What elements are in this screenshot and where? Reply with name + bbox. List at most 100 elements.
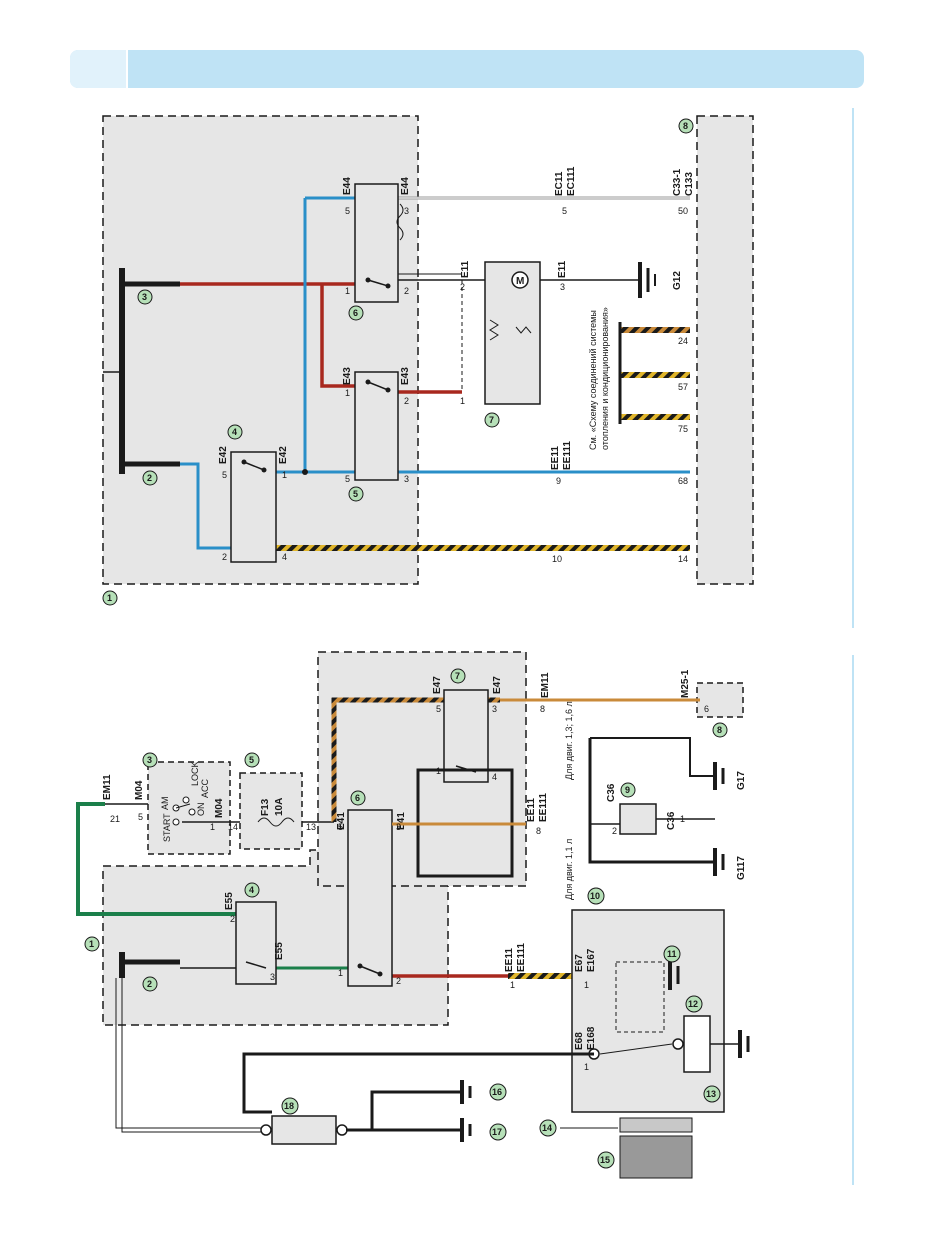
pin-e43-3: 3 xyxy=(404,474,409,484)
pin-c33-68: 68 xyxy=(678,476,688,486)
pin-c36-1: 1 xyxy=(680,814,685,824)
callout-bottom-8: 8 xyxy=(712,722,728,738)
pin-ee11-10: 10 xyxy=(552,554,562,564)
callout-bottom-16: 16 xyxy=(489,1083,507,1101)
svg-text:17: 17 xyxy=(492,1127,502,1137)
wire-yellow-starter xyxy=(508,973,572,979)
pin-e41-2: 2 xyxy=(396,976,401,986)
svg-text:5: 5 xyxy=(353,489,358,499)
label-ee111-relay: EE111 xyxy=(538,793,549,822)
label-ee11-top: EE11 xyxy=(550,446,561,470)
callout-top-2: 2 xyxy=(142,470,158,486)
svg-text:4: 4 xyxy=(232,427,237,437)
label-c36-a: C36 xyxy=(606,783,617,802)
fuse-zone xyxy=(239,772,303,850)
label-f13: F13 xyxy=(260,798,271,816)
relay-e44 xyxy=(354,183,399,303)
label-ec11: EC11 xyxy=(554,171,565,196)
switch-lock: LOCK xyxy=(190,761,200,786)
svg-text:3: 3 xyxy=(142,292,147,302)
callout-bottom-14: 14 xyxy=(539,1119,557,1137)
pin-e11-2: 2 xyxy=(460,282,465,292)
wire-yellow-black xyxy=(276,545,690,551)
pin-e55-2: 2 xyxy=(230,914,235,924)
note-line-1: См. «Схему соединений системы xyxy=(588,310,598,450)
pin-e42-2: 2 xyxy=(222,552,227,562)
callout-bottom-11: 11 xyxy=(663,945,681,963)
label-g117: G117 xyxy=(736,856,747,880)
svg-text:15: 15 xyxy=(600,1155,610,1165)
label-e42-b: E42 xyxy=(278,446,289,464)
label-e55-a: E55 xyxy=(224,892,235,910)
label-ee11-relay: EE11 xyxy=(526,798,537,822)
pin-e42-4: 4 xyxy=(282,552,287,562)
label-m25-1: M25-1 xyxy=(680,669,691,698)
label-e47-b: E47 xyxy=(492,676,503,694)
battery-cable xyxy=(115,978,268,1129)
margin-rule-bottom xyxy=(852,655,854,1185)
svg-text:5: 5 xyxy=(249,755,254,765)
pin-e47-5: 5 xyxy=(436,704,441,714)
svg-text:10: 10 xyxy=(590,891,600,901)
pin-e42-5: 5 xyxy=(222,470,227,480)
label-e11-b: E11 xyxy=(557,260,568,278)
pin-e43-2: 2 xyxy=(404,396,409,406)
pin-e44-5: 5 xyxy=(345,206,350,216)
label-e42-a: E42 xyxy=(218,446,229,464)
pin-f13-14: 14 xyxy=(228,822,238,832)
svg-text:2: 2 xyxy=(147,979,152,989)
flywheel-ring xyxy=(619,1117,693,1133)
flywheel xyxy=(619,1135,693,1179)
pin-e44-1: 1 xyxy=(345,286,350,296)
svg-text:8: 8 xyxy=(683,121,688,131)
label-e67: E67 xyxy=(574,954,585,972)
label-ee111-top: EE111 xyxy=(562,441,573,470)
callout-top-7: 7 xyxy=(484,412,500,428)
relay-e55 xyxy=(235,901,277,985)
pin-m04-5: 5 xyxy=(138,812,143,822)
label-c36-b: C36 xyxy=(666,811,677,830)
callout-top-6: 6 xyxy=(348,305,364,321)
callout-top-3: 3 xyxy=(137,289,153,305)
pin-c33-75: 75 xyxy=(678,424,688,434)
pin-ee11-8: 8 xyxy=(536,826,541,836)
callout-bottom-4: 4 xyxy=(244,882,260,898)
callout-bottom-17: 17 xyxy=(489,1123,507,1141)
svg-text:1: 1 xyxy=(89,939,94,949)
label-f13-rating: 10A xyxy=(274,798,285,816)
label-g12: G12 xyxy=(672,271,683,290)
pin-m25-6: 6 xyxy=(704,704,709,714)
pin-ee11-1: 1 xyxy=(510,980,515,990)
switch-c36 xyxy=(619,803,657,835)
label-ee11-bottom: EE11 xyxy=(504,948,515,972)
pin-e41-5: 5 xyxy=(338,822,343,832)
motor-icon xyxy=(511,271,529,289)
label-e55-b: E55 xyxy=(274,942,285,960)
svg-text:11: 11 xyxy=(667,949,677,959)
pin-e47-3: 3 xyxy=(492,704,497,714)
wire-yellow-57 xyxy=(620,372,690,378)
zone-8-bottom xyxy=(696,682,744,718)
wire-red-branch xyxy=(320,284,355,388)
pin-e47-4: 4 xyxy=(492,772,497,782)
switch-start: START xyxy=(162,813,172,842)
pin-f13-13: 13 xyxy=(306,822,316,832)
pin-e42-1: 1 xyxy=(282,470,287,480)
pin-c36-2: 2 xyxy=(612,826,617,836)
label-em11: EM11 xyxy=(102,774,113,800)
pin-e44-3: 3 xyxy=(404,206,409,216)
callout-top-1: 1 xyxy=(102,590,118,606)
battery xyxy=(271,1115,337,1145)
callout-bottom-12: 12 xyxy=(685,995,703,1013)
label-em11-bottom: EM11 xyxy=(540,672,551,698)
note-engine-11: Для двиг. 1,1 л xyxy=(564,839,574,900)
label-e44-b: E44 xyxy=(400,177,411,195)
fuse-symbol xyxy=(257,817,295,827)
callout-bottom-13: 13 xyxy=(703,1085,721,1103)
pin-e68-1: 1 xyxy=(584,1062,589,1072)
callout-bottom-5: 5 xyxy=(244,752,260,768)
pin-e41-3: 3 xyxy=(396,822,401,832)
pin-ee11-9: 9 xyxy=(556,476,561,486)
switch-on: ON xyxy=(196,803,206,817)
